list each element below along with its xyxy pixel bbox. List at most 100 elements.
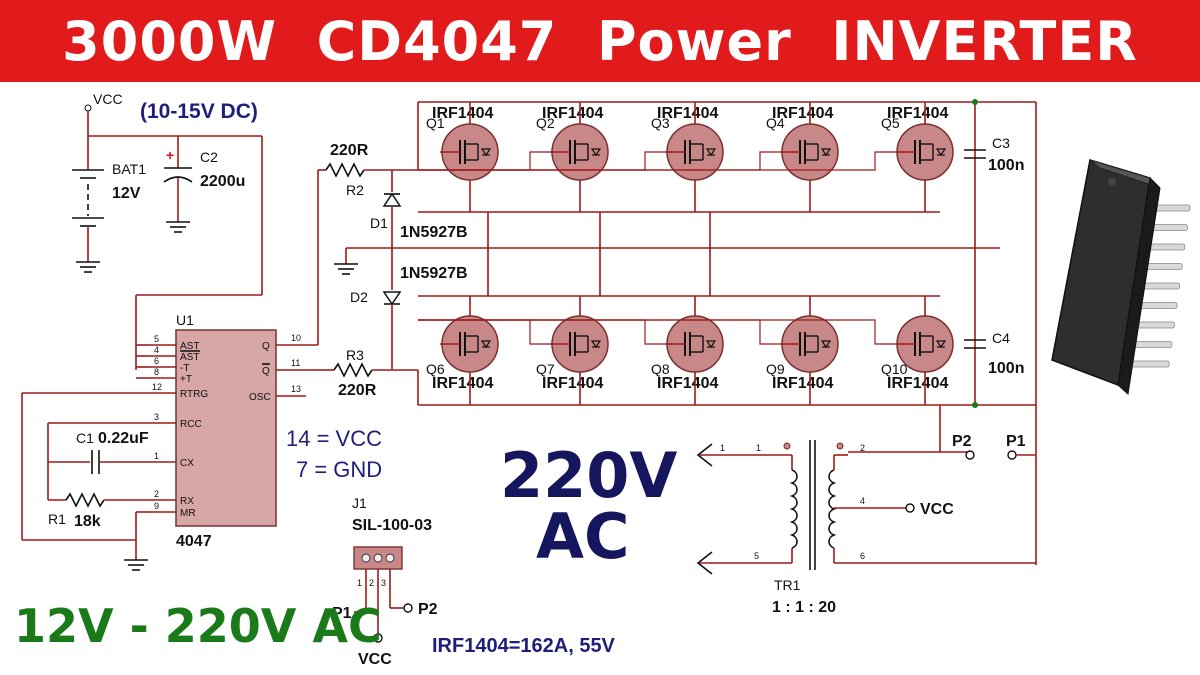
mosfet-ref: Q4 [766, 115, 785, 131]
j1-part: SIL-100-03 [352, 517, 432, 534]
c1-value: 0.22uF [98, 430, 149, 447]
ic-pin-name: RX [180, 496, 194, 507]
ic-pin-name: Q [262, 341, 270, 352]
p1-label: P1 [1006, 433, 1026, 450]
c1-ref: C1 [76, 430, 94, 446]
connector-j1: J1 SIL-100-03 1 2 3 P1 VCC P2 [332, 495, 438, 668]
mosfet-row-top: Q1IRF1404Q2IRF1404Q3IRF1404Q4IRF1404Q5IR… [418, 102, 954, 212]
output-ac: AC [536, 500, 629, 573]
mosfet-part: IRF1404 [772, 105, 833, 122]
ic-pin-num: 9 [154, 501, 159, 511]
c2-plus: + [166, 147, 174, 163]
ic-pin-name: Q [262, 366, 270, 377]
ic-pin-num: 10 [291, 333, 301, 343]
ic-pin-name: CX [180, 458, 194, 469]
j1-ref: J1 [352, 495, 367, 511]
j1-pin: 2 [369, 578, 374, 588]
mosfet-bus: C3 100n C4 100n [417, 99, 1037, 565]
bat-ref: BAT1 [112, 161, 146, 177]
d2-part: 1N5927B [400, 265, 468, 282]
tr-ref: TR1 [774, 577, 801, 593]
mosfet-part: IRF1404 [542, 375, 603, 392]
p2-label: P2 [952, 433, 972, 450]
ic-pin-num: 1 [154, 451, 159, 461]
ic-pin-name: MR [180, 508, 196, 519]
vcc-range: (10-15V DC) [140, 100, 258, 123]
tr-pin: 5 [754, 551, 759, 561]
tr-pin: 1 [720, 443, 725, 453]
footer-spec: IRF1404=162A, 55V [432, 635, 616, 657]
ic-pin-num: 6 [154, 356, 159, 366]
ic-pin-num: 12 [152, 382, 162, 392]
ic-pin-name: +T [180, 374, 192, 385]
ic-pin-num: 8 [154, 367, 159, 377]
p2-terminal [965, 450, 975, 460]
ic-name: 4047 [176, 533, 212, 550]
mosfet-ref: Q3 [651, 115, 670, 131]
ic-pin-num: 3 [154, 412, 159, 422]
c2-value: 2200u [200, 173, 245, 190]
tr-pin: 2 [860, 443, 865, 453]
mosfet-ref: Q7 [536, 361, 555, 377]
j1-pin: 3 [381, 578, 386, 588]
r1-ref: R1 [48, 511, 66, 527]
mosfet-part: IRF1404 [432, 105, 493, 122]
mosfet-part: IRF1404 [657, 105, 718, 122]
ic-ref: U1 [176, 312, 194, 328]
gate-drive: 220R R2 D1 1N5927B 1N5927B D2 R3 220R [317, 142, 1000, 399]
ic-chip-illustration [1051, 159, 1191, 395]
d2-ref: D2 [350, 289, 368, 305]
mosfet-ref: Q8 [651, 361, 670, 377]
mosfet-part: IRF1404 [657, 375, 718, 392]
footer-slogan: 12V - 220V AC [14, 599, 382, 653]
mosfet-ref: Q9 [766, 361, 785, 377]
r1-value: 18k [74, 513, 101, 530]
j1-p2: P2 [418, 601, 438, 618]
page-title: 3000W CD4047 Power INVERTER [62, 9, 1138, 73]
mosfet-ref: Q10 [881, 361, 908, 377]
c3-value: 100n [988, 157, 1024, 174]
ic-pin-name: AST [180, 341, 199, 352]
c3-ref: C3 [992, 135, 1010, 151]
tr-vcc: VCC [920, 501, 954, 518]
c2-ref: C2 [200, 149, 218, 165]
ic-note-gnd: 7 = GND [296, 457, 382, 482]
ic-pin-num: 5 [154, 334, 159, 344]
ic-pin-name: RCC [180, 419, 202, 430]
mosfet-ref: Q6 [426, 361, 445, 377]
mosfet-ref: Q5 [881, 115, 900, 131]
d1-ref: D1 [370, 215, 388, 231]
j1-p1: P1 [332, 605, 352, 622]
ic-note-vcc: 14 = VCC [286, 426, 382, 451]
cd4047-ic: U1 4047 5 4 6 8 12 3 1 2 9 AST AST -T +T… [21, 312, 382, 571]
mosfet-ref: Q2 [536, 115, 555, 131]
tr-pin: 1 [756, 443, 761, 453]
c4-ref: C4 [992, 330, 1010, 346]
ic-pin-num: 11 [291, 358, 300, 368]
tr-pin: 4 [860, 496, 865, 506]
mosfet-part: IRF1404 [432, 375, 493, 392]
output-section: P2 P1 VCC 1 1 2 4 5 6 TR1 1 : 1 : 20 220… [500, 405, 1036, 616]
battery-section: VCC BAT1 12V + C2 2200u (10-15V DC) [72, 91, 263, 370]
j1-vcc: VCC [358, 651, 392, 668]
ic-pin-num: 13 [291, 384, 301, 394]
mosfet-part: IRF1404 [887, 105, 948, 122]
bat-value: 12V [112, 185, 141, 202]
r2-ref: R2 [346, 182, 364, 198]
vcc-label: VCC [93, 91, 123, 107]
r3-ref: R3 [346, 347, 364, 363]
p1-terminal [1007, 450, 1017, 460]
ic-pin-num: 2 [154, 489, 159, 499]
r3-value: 220R [338, 382, 377, 399]
d1-part: 1N5927B [400, 224, 468, 241]
mosfet-part: IRF1404 [772, 375, 833, 392]
ic-pin-name: RTRG [180, 389, 208, 400]
output-voltage: 220V [500, 439, 677, 512]
